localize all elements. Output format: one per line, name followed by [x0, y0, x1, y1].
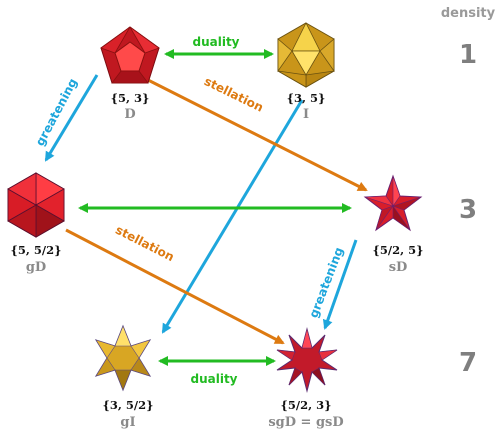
great-stellated-dodecahedron-figure — [276, 327, 338, 393]
duality-label-bottom: duality — [190, 372, 237, 386]
density-value-7: 7 — [459, 348, 477, 378]
greatening-arrow-I-to-gI — [161, 99, 304, 334]
great-dodecahedron-figure — [7, 172, 65, 238]
small-stellated-dodecahedron-figure — [363, 174, 423, 232]
great-stellated-dodecahedron-abbr: sgD = gsD — [268, 415, 343, 430]
density-value-3: 3 — [459, 195, 477, 225]
stellation-arrow-gD-to-sgD — [65, 228, 285, 345]
great-icosahedron-abbr: gI — [120, 415, 135, 430]
density-value-1: 1 — [459, 40, 477, 70]
icosahedron-figure — [277, 22, 335, 88]
icosahedron-abbr: I — [303, 107, 309, 122]
stellation-arrow-D-to-sD — [147, 78, 368, 192]
stellation-label-top: stellation — [202, 74, 266, 115]
icosahedron-schlafli: {3, 5} — [287, 91, 326, 105]
density-header: density — [441, 6, 496, 21]
great-dodecahedron-schlafli: {5, 5/2} — [10, 243, 61, 257]
duality-label-top: duality — [192, 35, 239, 49]
dodecahedron-figure — [100, 26, 160, 84]
great-stellated-dodecahedron-schlafli: {5/2, 3} — [280, 398, 331, 412]
greatening-arrow-D-to-gD — [44, 74, 99, 162]
greatening-arrow-sD-to-sgD — [322, 239, 358, 330]
great-dodecahedron-abbr: gD — [26, 260, 46, 275]
great-icosahedron-schlafli: {3, 5/2} — [102, 398, 153, 412]
great-icosahedron-figure — [94, 324, 152, 392]
small-stellated-dodecahedron-abbr: sD — [389, 260, 408, 275]
dodecahedron-schlafli: {5, 3} — [111, 91, 150, 105]
small-stellated-dodecahedron-schlafli: {5/2, 5} — [372, 243, 423, 257]
dodecahedron-abbr: D — [124, 107, 135, 122]
